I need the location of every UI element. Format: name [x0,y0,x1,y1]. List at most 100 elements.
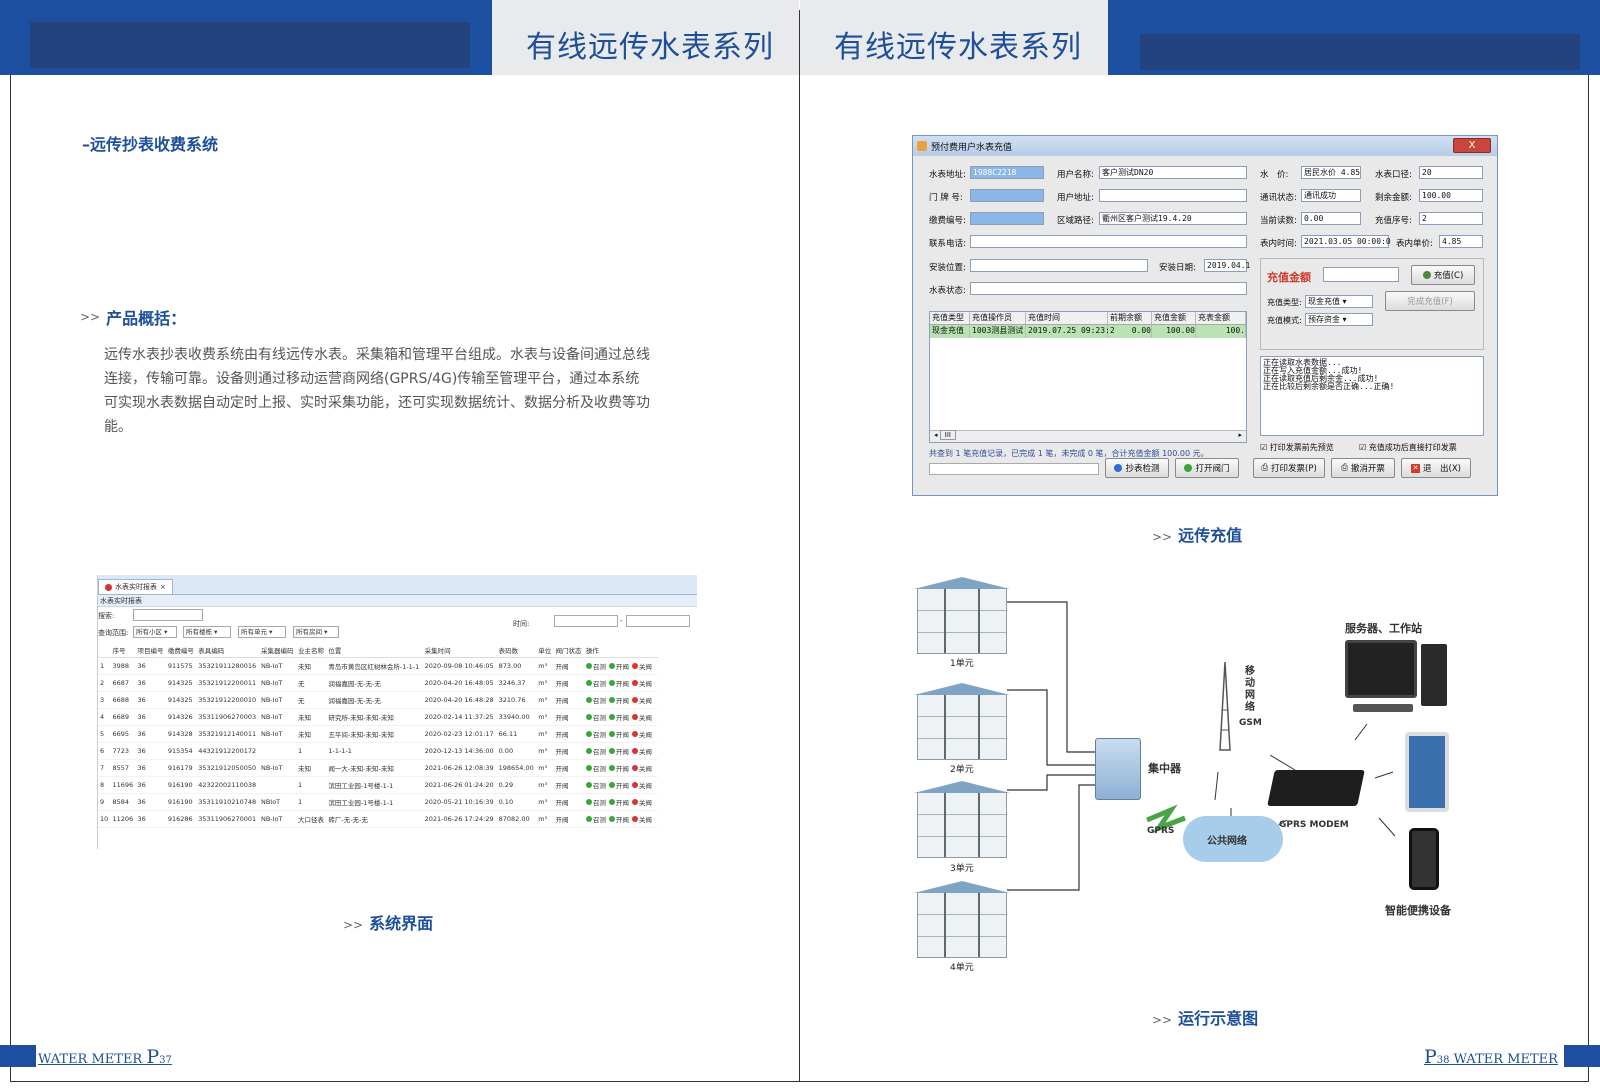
comm-input[interactable]: 通讯成功 [1301,189,1361,202]
open-valve-icon [608,663,615,669]
table-cell: 2020-05-21 10:16:39 [422,793,497,811]
read-action[interactable]: 召测 [585,746,606,756]
close-valve-action[interactable]: 关阀 [631,763,652,773]
table-cell: 开阀 [553,691,584,709]
read-action[interactable]: 召测 [585,695,606,705]
amount-input[interactable] [1323,267,1399,282]
print-invoice-button[interactable]: ⎙打印发票(P) [1253,458,1325,478]
install-date-label: 安装日期: [1159,263,1196,273]
type-select[interactable]: 现金充值 ▾ [1305,295,1373,308]
read-action[interactable]: 召测 [585,678,606,688]
table-cell: 开阀 [553,776,584,794]
close-valve-action[interactable]: 关阀 [631,678,652,688]
caption-text: 运行示意图 [1178,1009,1259,1028]
unit-price-input[interactable]: 4.85 [1439,235,1483,248]
caliber-input[interactable]: 20 [1419,166,1483,179]
close-valve-action[interactable]: 关阀 [631,661,652,671]
open-valve-action[interactable]: 开阀 [608,746,629,756]
overview-line: 远传水表抄表收费系统由有线远传水表。采集箱和管理平台组成。水表与设备间通过总线 [104,347,650,363]
recharge-button[interactable]: 充值(C) [1411,265,1475,285]
table-cell: 2020-02-23 12:01:17 [422,725,497,743]
complete-button[interactable]: 完成充值(F) [1385,291,1475,311]
open-valve-button[interactable]: 打开阀门 [1175,458,1239,478]
close-valve-action[interactable]: 关阀 [631,797,652,807]
exit-button[interactable]: ✕退 出(X) [1401,458,1471,478]
area-input[interactable]: 衢州区客户测试19.4.20 [1099,212,1247,225]
select-unit[interactable]: 所有单元 ▾ [238,626,286,638]
install-date-input[interactable]: 2019.04.1 [1204,259,1250,272]
grid-cell: 1003测县测试 [970,325,1026,338]
row-index: 3 [98,691,111,709]
meter-addr-input[interactable]: 1988C2218 [970,166,1044,179]
read-action[interactable]: 召测 [585,797,606,807]
open-valve-action[interactable]: 开阀 [608,678,629,688]
meter-time-input[interactable]: 2021.03.05 00:00:0 [1301,235,1391,248]
window-close-button[interactable]: X [1453,138,1491,153]
close-valve-action[interactable]: 关阀 [631,780,652,790]
select-room[interactable]: 所有房间 ▾ [293,626,339,638]
read-action[interactable]: 召测 [585,661,606,671]
door-input[interactable] [970,189,1044,202]
close-valve-action[interactable]: 关阀 [631,746,652,756]
price-input[interactable]: 居民水价 4.85 [1301,166,1361,179]
open-valve-action[interactable]: 开阀 [608,763,629,773]
open-valve-action[interactable]: 开阀 [608,814,629,824]
open-valve-action[interactable]: 开阀 [608,661,629,671]
read-action[interactable]: 召测 [585,763,606,773]
read-meter-button[interactable]: 抄表检测 [1105,458,1169,478]
phone-input[interactable] [970,235,1247,248]
balance-input[interactable]: 100.00 [1419,189,1483,202]
table-cell: 36 [135,674,166,692]
footer-block-right [1564,1045,1600,1067]
read-action[interactable]: 召测 [585,729,606,739]
close-icon[interactable]: × [160,583,166,591]
open-valve-action[interactable]: 开阀 [608,712,629,722]
search-input[interactable] [133,609,203,621]
connection-lines [1007,601,1396,891]
pay-no-input[interactable] [970,212,1044,225]
select-building[interactable]: 所有楼栋 ▾ [183,626,231,638]
mode-select[interactable]: 预存资金 ▾ [1305,313,1373,326]
open-valve-action[interactable]: 开阀 [608,729,629,739]
chk-preview[interactable]: ☑ 打印发票前先预览 [1260,443,1334,452]
grid-column-header: 充值时间 [1026,312,1108,324]
open-valve-action[interactable]: 开阀 [608,797,629,807]
read-action[interactable]: 召测 [585,712,606,722]
open-valve-icon [608,816,615,822]
date-start-input[interactable] [554,615,618,627]
recharge-no-input[interactable]: 2 [1419,212,1483,225]
grid-scrollbar[interactable]: ◂ III▸ [930,430,1246,442]
chk-print[interactable]: ☑ 充值成功后直接打印发票 [1359,443,1457,452]
concentrator-label: 集中器 [1148,762,1181,775]
install-pos-input[interactable] [970,259,1148,272]
cancel-invoice-button[interactable]: ⎙撤消开票 [1331,458,1395,478]
table-cell: 916179 [165,759,197,777]
meter-status-input[interactable] [970,282,1247,295]
close-valve-action[interactable]: 关阀 [631,695,652,705]
close-valve-action[interactable]: 关阀 [631,712,652,722]
reading-input[interactable]: 0.00 [1301,212,1361,225]
read-action[interactable]: 召测 [585,780,606,790]
open-valve-action[interactable]: 开阀 [608,780,629,790]
read-action[interactable]: 召测 [585,814,606,824]
close-valve-action[interactable]: 关阀 [631,729,652,739]
tab-realtime-report[interactable]: 水表实时报表 × [98,579,173,594]
table-cell: 916286 [165,810,197,828]
user-name-input[interactable]: 客户测试DN20 [1099,166,1247,179]
user-addr-input[interactable] [1099,189,1247,202]
open-valve-action[interactable]: 开阀 [608,695,629,705]
date-end-input[interactable] [626,615,690,627]
close-valve-action[interactable]: 关阀 [631,814,652,824]
select-community[interactable]: 所有小区 ▾ [133,626,177,638]
